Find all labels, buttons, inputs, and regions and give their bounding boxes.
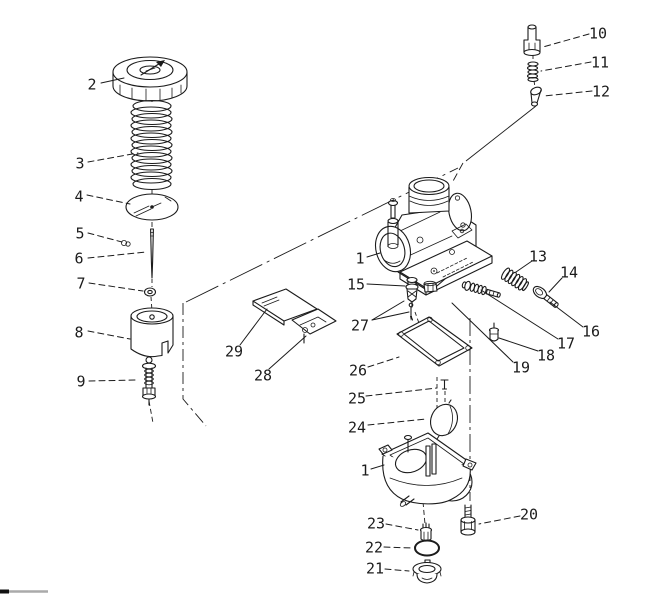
leader-line-3 xyxy=(87,152,139,163)
carb-cap-part xyxy=(112,56,188,102)
leader-line-29 xyxy=(239,308,268,346)
drain-plug-part xyxy=(412,559,442,584)
leaders-layer xyxy=(86,33,593,572)
leader-line-28 xyxy=(268,335,307,370)
bowl-screw-part xyxy=(460,504,476,536)
parts-layer xyxy=(112,24,559,584)
part-label-17-air-screw: 17 xyxy=(557,335,575,353)
part-label-23-main-jet: 23 xyxy=(367,515,385,533)
part-label-22-o-ring: 22 xyxy=(365,539,383,557)
leader-line-1-top xyxy=(366,252,381,258)
part-label-5-needle-clip: 5 xyxy=(75,225,84,243)
assembly-centerline xyxy=(451,162,464,184)
part-label-19-overflow-fitting: 19 xyxy=(512,359,530,377)
part-label-29-float-arm-plate: 29 xyxy=(225,343,243,361)
leader-line-19 xyxy=(451,302,514,363)
o-ring-part xyxy=(414,539,440,557)
leader-line-15 xyxy=(366,283,406,287)
part-label-12-adjuster-cap: 12 xyxy=(592,83,610,101)
assembly-centerline xyxy=(148,400,154,424)
float-bowl-part xyxy=(378,432,477,507)
part-label-14-idle-screw: 14 xyxy=(560,264,578,282)
leader-line-27 xyxy=(371,300,405,321)
leader-line-18 xyxy=(498,337,539,352)
leader-line-16 xyxy=(549,301,584,328)
needle-washer-part xyxy=(143,287,157,297)
starter-plunger-part xyxy=(141,356,157,406)
leader-line-4 xyxy=(86,194,131,205)
idle-screw-spring-part xyxy=(500,267,529,292)
part-label-25-float-pin: 25 xyxy=(348,390,366,408)
part-label-18-pilot-jet: 18 xyxy=(537,347,555,365)
leader-line-8 xyxy=(87,330,131,340)
leader-line-14 xyxy=(548,277,563,293)
part-label-6-jet-needle: 6 xyxy=(74,250,83,268)
part-label-27-needle-valve: 27 xyxy=(351,317,369,335)
leader-line-10 xyxy=(542,33,590,48)
leader-line-7 xyxy=(88,282,144,292)
part-label-20-bowl-screw: 20 xyxy=(520,506,538,524)
part-label-8-throttle-slide: 8 xyxy=(74,324,83,342)
part-label-9-starter-plunger: 9 xyxy=(76,373,85,391)
part-label-24-float: 24 xyxy=(348,419,366,437)
leader-line-2 xyxy=(100,77,125,84)
spring-seat-part xyxy=(125,193,179,221)
leader-line-23 xyxy=(385,523,419,531)
pilot-jet-part xyxy=(488,322,500,342)
part-label-2-carb-cap: 2 xyxy=(87,76,96,94)
float-arm-bracket-part xyxy=(291,308,337,344)
main-jet-part xyxy=(419,522,433,542)
part-label-16-air-screw-spring: 16 xyxy=(582,323,600,341)
float-part xyxy=(429,399,459,440)
bowl-gasket-part xyxy=(396,316,473,367)
air-screw-part xyxy=(461,280,501,298)
part-label-7-needle-washer: 7 xyxy=(76,275,85,293)
assembly-centerline xyxy=(465,105,537,162)
leader-line-5 xyxy=(87,232,123,243)
adjuster-spring-part xyxy=(526,61,539,83)
assembly-centerline xyxy=(414,311,421,327)
leader-line-13 xyxy=(515,260,533,273)
part-label-3-slide-spring: 3 xyxy=(75,155,84,173)
part-label-15-needle-valve-seat: 15 xyxy=(347,276,365,294)
slide-spring-part xyxy=(130,99,173,191)
adjuster-cap-part xyxy=(530,86,542,107)
needle-valve-seat-part xyxy=(405,276,438,308)
part-label-4-spring-seat: 4 xyxy=(74,188,83,206)
leader-line-21 xyxy=(384,568,410,572)
leader-line-9 xyxy=(88,379,138,382)
cable-adjuster-bolt-part xyxy=(523,24,541,57)
needle-valve-part xyxy=(408,302,414,321)
jet-needle-part xyxy=(150,228,154,279)
leader-line-1-bottom xyxy=(370,464,385,470)
assembly-centerline xyxy=(182,303,207,427)
leader-line-6 xyxy=(87,251,147,259)
assembly-centerline xyxy=(422,501,426,525)
leader-line-27 xyxy=(371,311,410,321)
part-label-10-cable-adjuster-bolt: 10 xyxy=(589,25,607,43)
leader-line-24 xyxy=(367,418,427,426)
part-label-1-float-bowl: 1 xyxy=(360,462,369,480)
leader-line-12 xyxy=(543,90,593,97)
part-label-26-bowl-gasket: 26 xyxy=(349,362,367,380)
part-label-13-idle-screw-spring: 13 xyxy=(529,248,547,266)
leader-line-11 xyxy=(540,61,592,72)
leader-line-26 xyxy=(367,356,400,368)
carburetor-body-part xyxy=(374,176,493,296)
part-label-1-carburetor-body: 1 xyxy=(355,250,364,268)
throttle-slide-part xyxy=(130,307,174,358)
leader-line-25 xyxy=(365,387,438,397)
float-pin-part xyxy=(440,379,449,390)
part-label-11-adjuster-spring: 11 xyxy=(591,54,609,72)
leader-line-20 xyxy=(478,515,521,525)
part-label-21-drain-plug: 21 xyxy=(366,560,384,578)
leader-line-22 xyxy=(383,546,413,549)
needle-clip-part xyxy=(121,239,131,247)
leader-line-17 xyxy=(480,289,559,340)
idle-screw-part xyxy=(532,285,559,308)
assembly-centerline xyxy=(150,296,153,312)
part-label-28-float-arm-bracket: 28 xyxy=(254,367,272,385)
